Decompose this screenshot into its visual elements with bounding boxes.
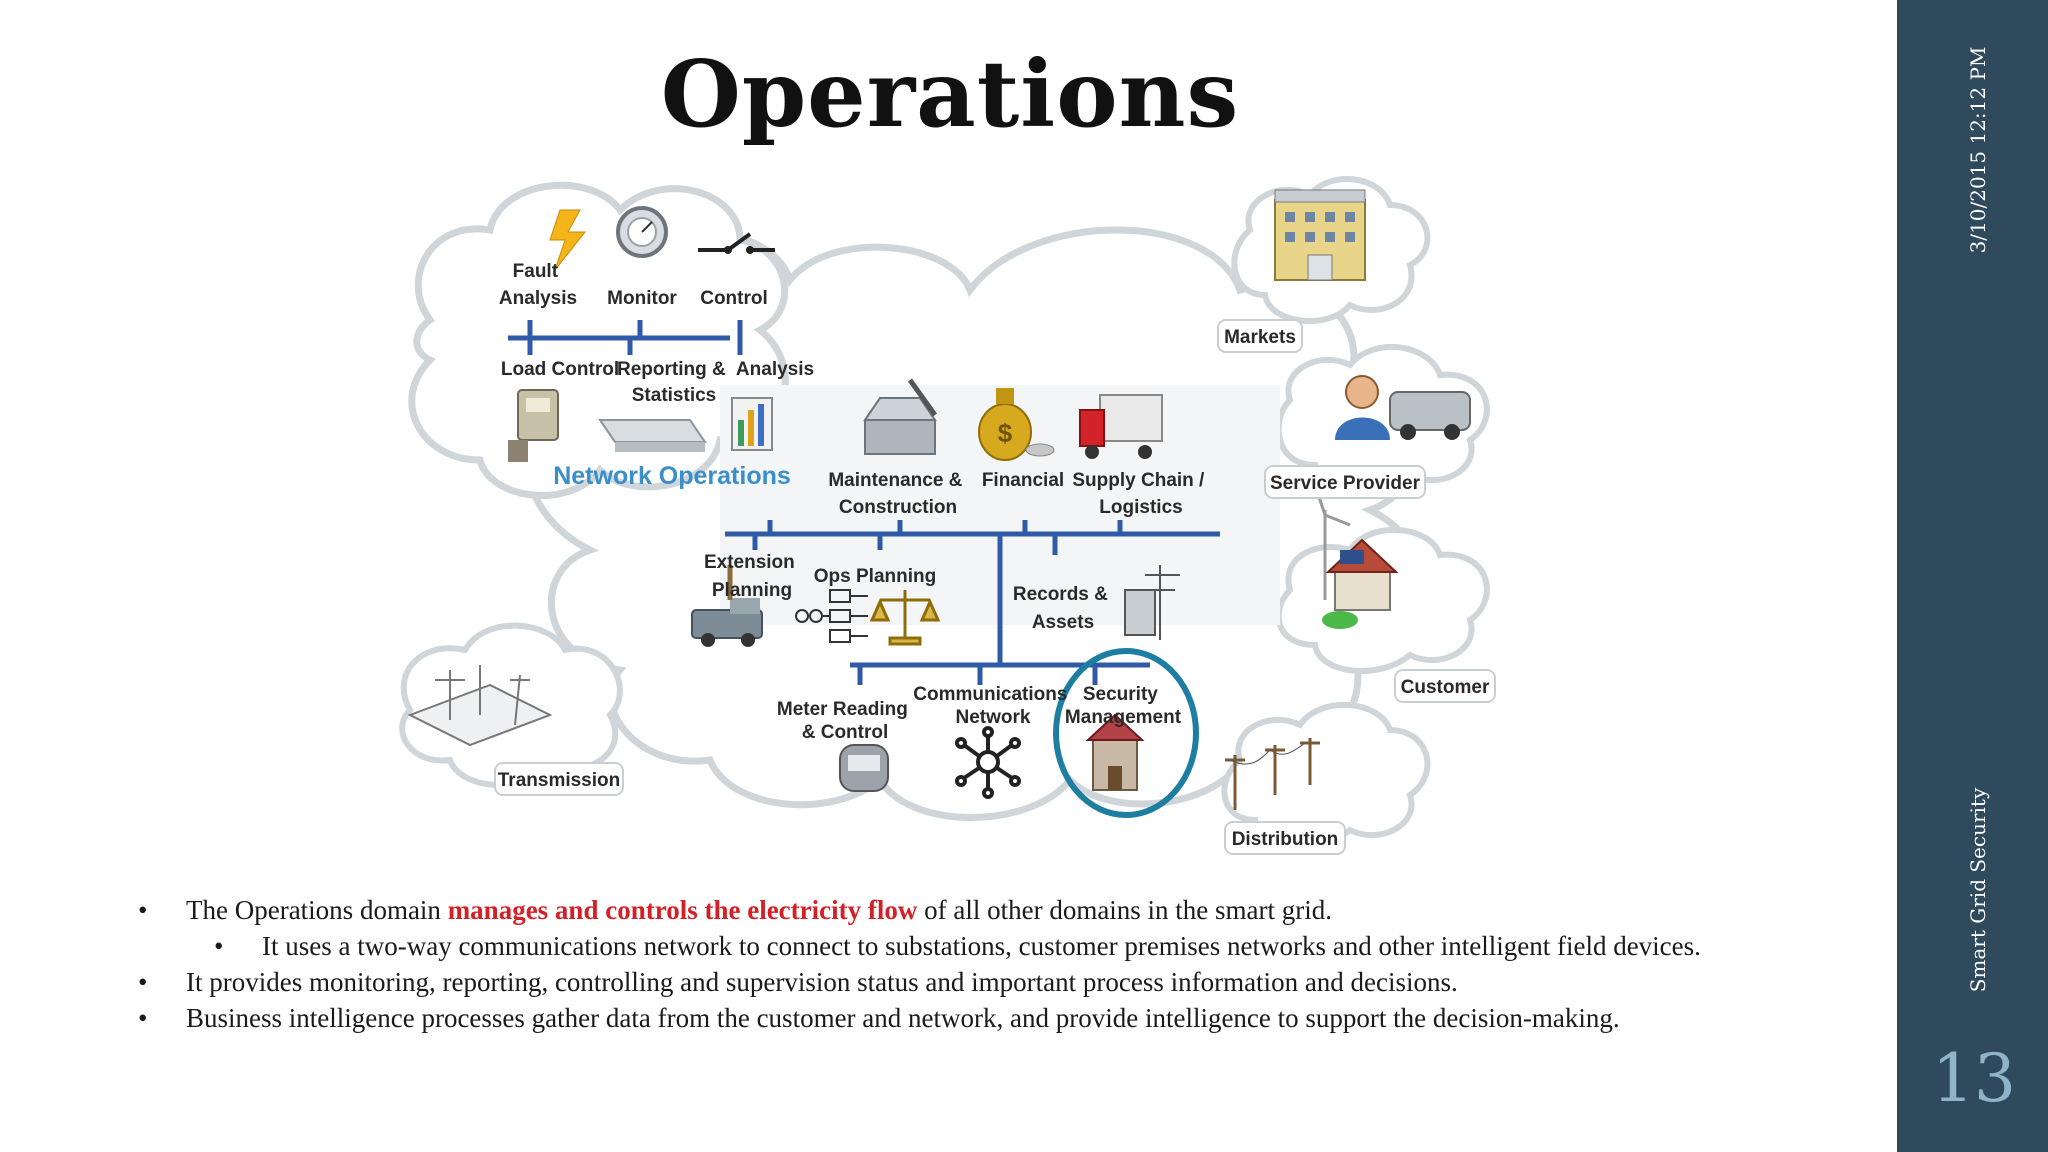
network-hub-icon — [955, 726, 1021, 799]
distribution-label: Distribution — [1232, 829, 1339, 850]
svg-text:$: $ — [998, 418, 1013, 448]
bullet-dot: • — [138, 967, 148, 997]
transmission-label: Transmission — [498, 770, 621, 791]
bullet-dot: • — [214, 931, 224, 961]
transmission-label-box: Transmission — [494, 762, 624, 796]
toolbox-icon — [863, 378, 938, 455]
distribution-label-box: Distribution — [1224, 821, 1346, 855]
bullet-2-text: It provides monitoring, reporting, contr… — [186, 967, 1458, 997]
truck-icon — [1079, 394, 1163, 459]
flowchart-icon — [795, 589, 868, 643]
service-provider-label-box: Service Provider — [1264, 465, 1426, 499]
house-wind-icon — [1313, 484, 1399, 629]
meter-reading-label: Meter Reading & Control — [777, 699, 913, 743]
castle-icon — [1085, 713, 1145, 791]
page-number: 13 — [1932, 1040, 2016, 1117]
records-substation-icon — [1124, 565, 1180, 640]
switch-icon — [698, 232, 775, 254]
gauge-icon — [616, 206, 668, 258]
money-bag-icon: $ — [978, 388, 1055, 461]
records-assets-label: Records & Assets — [1013, 584, 1113, 633]
keypad-device-icon — [508, 389, 559, 462]
bar-chart-icon — [731, 397, 773, 451]
maintenance-construction-label: Maintenance & Construction — [828, 470, 967, 518]
customer-label-box: Customer — [1394, 669, 1496, 703]
network-bus — [508, 320, 1220, 685]
extension-planning-label: Extension Planning — [704, 552, 800, 601]
security-management-label: Security Management — [1065, 684, 1182, 728]
bullet-1-pre: The Operations domain — [186, 895, 448, 925]
control-label: Control — [700, 288, 768, 309]
communications-network-label: Communications Network — [913, 684, 1072, 728]
security-highlight-circle — [1053, 648, 1199, 818]
bullet-3-text: Business intelligence processes gather d… — [186, 1003, 1620, 1033]
bullet-1: • The Operations domain manages and cont… — [130, 892, 1810, 928]
supply-chain-label: Supply Chain / Logistics — [1072, 470, 1209, 518]
server-icon — [598, 419, 707, 452]
bullet-1-highlight: manages and controls the electricity flo… — [447, 895, 918, 925]
service-provider-label: Service Provider — [1270, 473, 1421, 494]
scales-icon — [869, 590, 941, 646]
analysis-label: Analysis — [736, 359, 814, 380]
reporting-statistics-label: Reporting & Statistics — [617, 359, 731, 406]
meter-icon — [839, 744, 889, 792]
distribution-poles-icon — [1225, 738, 1320, 810]
monitor-label: Monitor — [607, 288, 677, 309]
bullet-3: • Business intelligence processes gather… — [130, 1000, 1810, 1036]
ops-planning-label: Ops Planning — [814, 566, 936, 587]
markets-label-box: Markets — [1217, 319, 1303, 353]
bullet-1-sub: • It uses a two-way communications netwo… — [130, 928, 1810, 964]
network-operations-label: Network Operations — [553, 462, 791, 490]
bullet-dot: • — [138, 1003, 148, 1033]
operations-diagram: $ — [399, 176, 1496, 855]
right-sidebar — [1897, 0, 2048, 1152]
bullet-dot: • — [138, 895, 148, 925]
slide-date: 3/10/2015 12:12 PM — [1966, 46, 1990, 254]
slide-title: Operations — [660, 40, 1240, 148]
distribution-cloud — [1221, 702, 1431, 849]
building-icon — [1274, 189, 1366, 281]
load-control-label: Load Control — [501, 359, 619, 380]
markets-label: Markets — [1224, 327, 1296, 348]
transmission-substation-icon — [407, 665, 553, 747]
slide-footer: Smart Grid Security — [1966, 787, 1990, 993]
fault-analysis-label: Fault Analysis — [499, 261, 577, 309]
service-person-icon — [1335, 375, 1471, 440]
bullet-1-post: of all other domains in the smart grid. — [917, 895, 1333, 925]
bullet-2: • It provides monitoring, reporting, con… — [130, 964, 1810, 1000]
bullet-list: • The Operations domain manages and cont… — [130, 892, 1810, 1036]
financial-label: Financial — [982, 470, 1064, 491]
customer-label: Customer — [1401, 677, 1490, 698]
utility-truck-icon — [691, 565, 763, 647]
lightning-icon — [549, 209, 587, 271]
bullet-1-sub-text: It uses a two-way communications network… — [262, 931, 1701, 961]
